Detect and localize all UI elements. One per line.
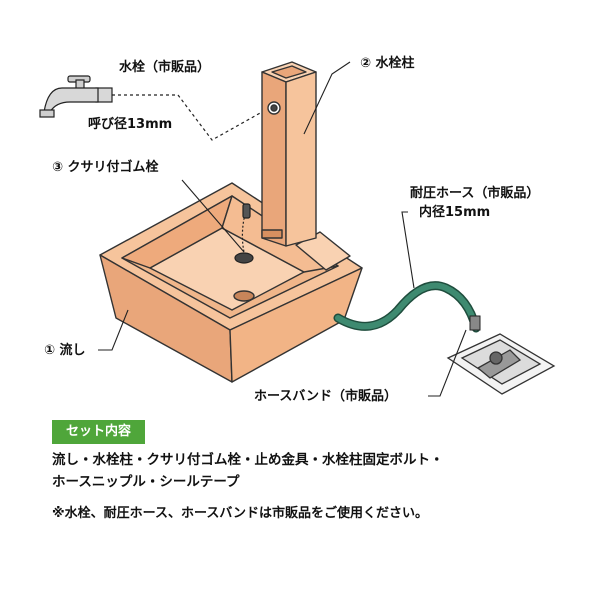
plug-leader-line (181, 179, 245, 253)
faucet-label: 水栓（市販品） (119, 60, 211, 75)
hose-label: 耐圧ホース（市販品） (410, 186, 540, 201)
set-contents-badge: セット内容 (52, 420, 146, 444)
plug-label: ③ クサリ付ゴム栓 (52, 160, 159, 175)
hose-size-label: 内径15mm (419, 205, 491, 220)
pressure-hose (335, 282, 479, 331)
hose-leader-line (401, 211, 415, 289)
post-label: ② 水栓柱 (360, 56, 415, 71)
faucet-icon (39, 75, 113, 118)
hose-band (469, 315, 481, 331)
faucet-connection-line (112, 94, 263, 141)
hose-band-label: ホースバンド（市販品） (254, 389, 398, 404)
drain-plate (446, 333, 556, 395)
faucet-size-label: 呼び径13mm (88, 117, 173, 132)
water-post (261, 61, 317, 247)
leader-lines (98, 61, 467, 397)
commercial-products-note: ※水栓、耐圧ホース、ホースバンドは市販品をご使用ください。 (52, 506, 428, 521)
rubber-plug-with-chain (234, 203, 254, 264)
set-contents-line-1: 流し・水栓柱・クサリ付ゴム栓・止め金具・水栓柱固定ボルト・ (52, 452, 444, 468)
set-contents-line-2: ホースニップル・シールテープ (52, 474, 240, 490)
sink-basin (99, 182, 363, 383)
band-leader-line (428, 329, 467, 397)
sink-label: ① 流し (44, 343, 86, 358)
post-leader-line (303, 61, 351, 135)
sink-leader-line (98, 309, 129, 351)
